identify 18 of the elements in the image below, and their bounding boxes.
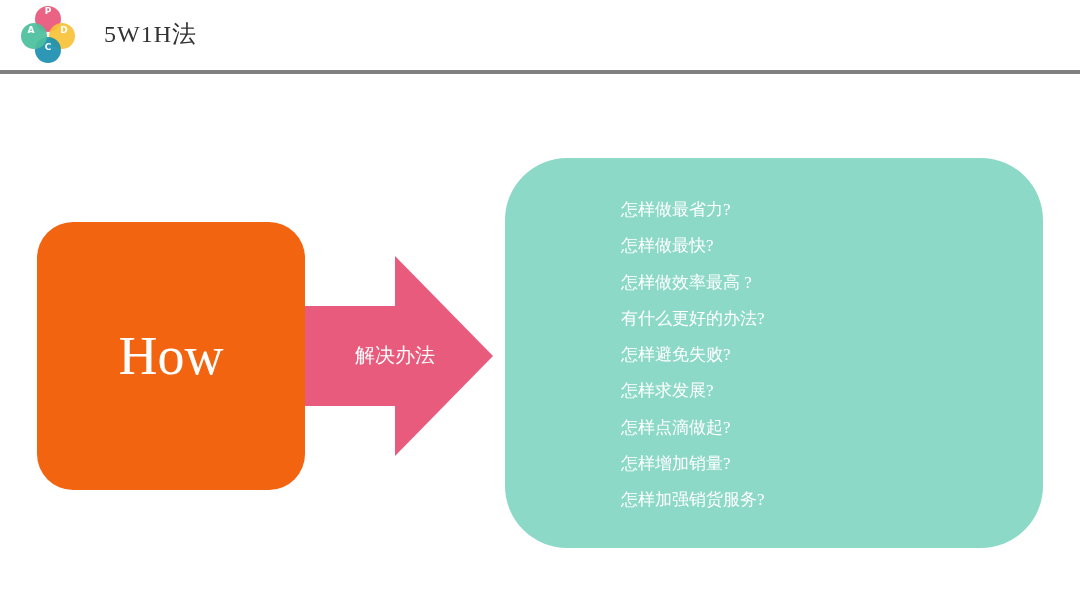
slide-title: 5W1H法 (104, 20, 197, 49)
question-text: 怎样做最省力? (621, 199, 732, 221)
question-text: 怎样避免失败? (621, 344, 732, 367)
cycle-letter: A (26, 25, 36, 35)
question-text: 怎样加强销货服务? (621, 489, 765, 512)
question-text: 怎样增加销量? (621, 453, 732, 476)
edge-label: 解决办法 (355, 343, 435, 368)
cycle-letter: D (59, 25, 69, 35)
question-text: 怎样做最快? (621, 235, 715, 258)
heading-text: How (118, 325, 224, 387)
question-text: 怎样求发展? (621, 380, 715, 403)
question-panel (505, 158, 1043, 548)
how-box (37, 222, 305, 490)
cycle-letter: C (43, 42, 53, 52)
question-text: 怎样点滴做起? (621, 416, 732, 439)
question-text: 怎样做效率最高 ? (621, 271, 753, 294)
question-text: 有什么更好的办法? (621, 307, 765, 330)
cycle-letter: P (43, 6, 53, 16)
